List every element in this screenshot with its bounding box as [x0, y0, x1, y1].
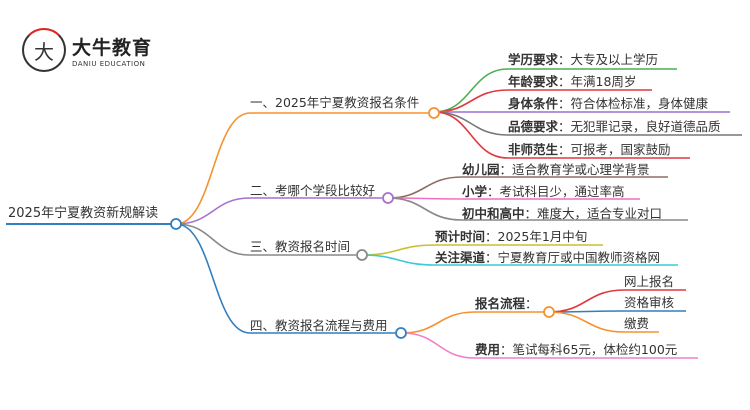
branch-2-topic[interactable]: 二、考哪个学段比较好 [250, 183, 376, 198]
step-connector [548, 311, 659, 333]
branch-4-topic[interactable]: 四、教资报名流程与费用 [250, 318, 388, 333]
leaf-kindergarten[interactable]: 幼儿园：适合教育学或心理学背景 [462, 162, 650, 177]
leaf-primary[interactable]: 小学：考试科目少，通过率高 [462, 184, 625, 199]
branch-node-toggle[interactable] [395, 327, 407, 339]
branch-node-toggle[interactable] [356, 249, 368, 261]
step-review[interactable]: 资格审核 [624, 295, 675, 310]
leaf-secondary[interactable]: 初中和高中：难度大，适合专业对口 [462, 206, 663, 221]
leaf-non-normal[interactable]: 非师范生：可报考，国家鼓励 [508, 142, 671, 157]
leaf-education[interactable]: 学历要求：大专及以上学历 [508, 52, 659, 67]
leaf-connector [361, 244, 603, 256]
branch-connector [175, 197, 382, 225]
leaf-expected-time[interactable]: 预计时间：2025年1月中旬 [435, 229, 588, 244]
step-connector [548, 289, 686, 313]
leaf-morality[interactable]: 品德要求：无犯罪记录，良好道德品质 [508, 119, 721, 134]
root-topic[interactable]: 2025年宁夏教资新规解读 [8, 206, 159, 221]
branch-connector [175, 223, 395, 334]
logo-mark-icon: 大 [22, 28, 66, 72]
leaf-channel[interactable]: 关注渠道：宁夏教育厅或中国教师资格网 [435, 250, 661, 265]
leaf-connector [433, 111, 690, 159]
leaf-health[interactable]: 身体条件：符合体检标准，身体健康 [508, 96, 709, 111]
leaf-age[interactable]: 年龄要求：年满18周岁 [508, 74, 637, 89]
logo: 大 大牛教育 DANIU EDUCATION [22, 28, 152, 72]
branch-node-toggle[interactable] [428, 107, 440, 119]
branch-node-toggle[interactable] [382, 192, 394, 204]
branch-1-topic[interactable]: 一、2025年宁夏教资报名条件 [250, 95, 420, 110]
branch-connector [175, 223, 356, 256]
leaf-connector [401, 311, 549, 334]
leaf-connector [433, 89, 652, 113]
logo-name: 大牛教育 [72, 36, 153, 59]
leaf-connector [401, 332, 698, 359]
step-connector [548, 310, 686, 313]
branch-3-topic[interactable]: 三、教资报名时间 [250, 239, 351, 254]
leaf-connector [387, 176, 668, 199]
leaf-connector [387, 197, 688, 221]
leaf-connector [433, 68, 677, 113]
root-node-toggle[interactable] [170, 218, 182, 230]
branch-connector [175, 112, 428, 225]
leaf-connector [361, 254, 678, 266]
leaf-process[interactable]: 报名流程： [475, 296, 538, 311]
logo-subtitle: DANIU EDUCATION [72, 59, 146, 68]
step-online[interactable]: 网上报名 [624, 274, 675, 289]
process-node-toggle[interactable] [543, 306, 555, 318]
step-pay[interactable]: 缴费 [624, 316, 650, 331]
leaf-fee[interactable]: 费用：笔试每科65元，体检约100元 [475, 342, 678, 357]
